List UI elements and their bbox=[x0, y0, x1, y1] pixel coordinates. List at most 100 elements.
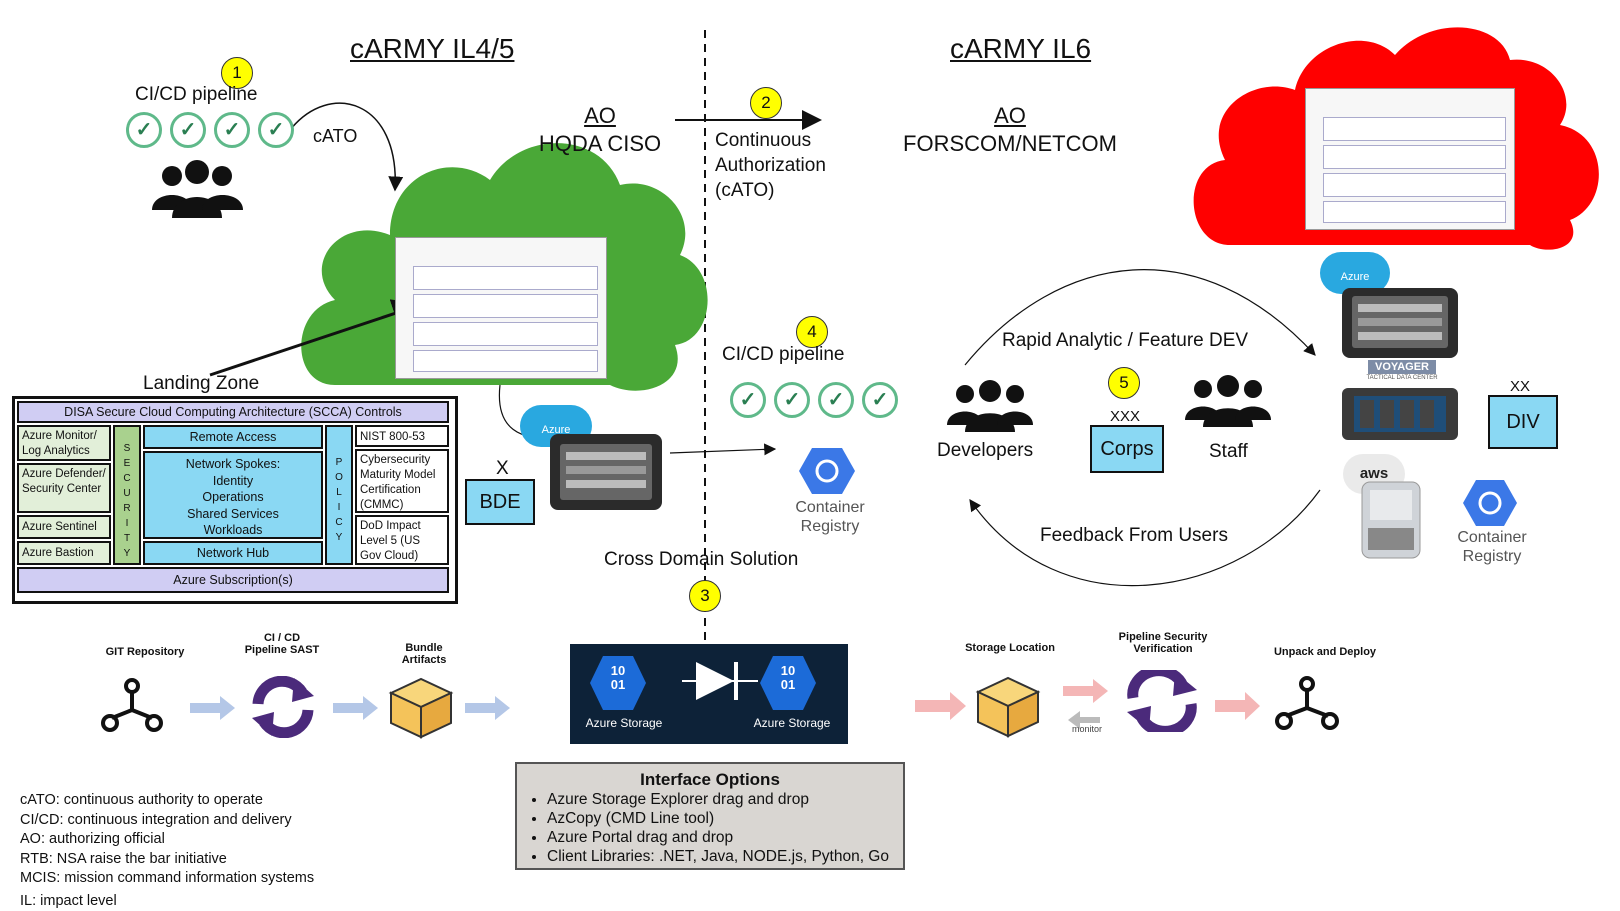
flow-arrows-right bbox=[915, 679, 1260, 720]
nist-cell: NIST 800-53 bbox=[355, 425, 449, 447]
pipeline-4-label: CI/CD pipeline bbox=[722, 344, 845, 366]
spokes-title: Network Spokes: bbox=[145, 456, 321, 473]
ao-left-name: HQDA CISO bbox=[535, 130, 665, 158]
container-registry-icon bbox=[798, 446, 856, 496]
ao-right: AO FORSCOM/NETCOM bbox=[890, 102, 1130, 158]
azure-storage-label-left: Azure Storage bbox=[574, 716, 674, 730]
server-to-registry-arrow bbox=[670, 449, 775, 453]
div-box: DIV bbox=[1488, 395, 1558, 449]
check-icon: ✓ bbox=[126, 112, 162, 148]
corps-box: Corps bbox=[1090, 425, 1164, 473]
architecture-thumbnail-left bbox=[395, 237, 607, 379]
container-registry-label-1: Container Registry bbox=[780, 498, 880, 536]
flow-arrows-left bbox=[190, 696, 510, 720]
interface-option-item: Azure Portal drag and drop bbox=[547, 828, 903, 847]
dod-il5-cell: DoD Impact Level 5 (US Gov Cloud) bbox=[355, 515, 449, 565]
policy-column: POLICY bbox=[325, 425, 353, 565]
cicd-sast-label: CI / CD Pipeline SAST bbox=[242, 632, 322, 656]
ao-left-title: AO bbox=[535, 102, 665, 130]
security-column: SECURITY bbox=[113, 425, 141, 565]
glossary-item: RTB: NSA raise the bar initiative bbox=[20, 850, 314, 870]
cato-line-1: Continuous bbox=[715, 128, 826, 153]
interface-option-item: Client Libraries: .NET, Java, NODE.js, P… bbox=[547, 847, 903, 866]
glossary-item: CI/CD: continuous integration and delive… bbox=[20, 811, 314, 831]
developers-label: Developers bbox=[937, 440, 1033, 462]
deploy-git-icon bbox=[1274, 676, 1340, 732]
check-icon: ✓ bbox=[730, 382, 766, 418]
container-registry-label-2: Container Registry bbox=[1442, 528, 1542, 566]
interface-option-item: Azure Storage Explorer drag and drop bbox=[547, 790, 903, 809]
remote-access-cell: Remote Access bbox=[143, 425, 323, 449]
azure-storage-label-right: Azure Storage bbox=[742, 716, 842, 730]
storage-bits-left: 10 01 bbox=[606, 664, 630, 692]
container-registry-icon-right bbox=[1462, 478, 1518, 528]
glossary-item: cATO: continuous authority to operate bbox=[20, 791, 314, 811]
verification-sync-icon bbox=[1125, 670, 1201, 732]
il45-header: cARMY IL4/5 bbox=[350, 33, 514, 65]
check-icon: ✓ bbox=[214, 112, 250, 148]
spokes-shared-services: Shared Services bbox=[145, 506, 321, 523]
bundle-artifacts-label: Bundle Artifacts bbox=[384, 642, 464, 666]
feedback-label: Feedback From Users bbox=[1040, 525, 1228, 547]
ruggedized-server-icon bbox=[548, 432, 666, 514]
azure-defender-cell: Azure Defender/ Security Center bbox=[17, 463, 111, 513]
git-repository-icon bbox=[100, 678, 164, 734]
spokes-identity: Identity bbox=[145, 473, 321, 490]
aws-snowball-icon bbox=[1360, 480, 1422, 560]
cato-line-2: Authorization bbox=[715, 153, 826, 178]
scca-controls-box: DISA Secure Cloud Computing Architecture… bbox=[12, 396, 458, 604]
div-mark: XX bbox=[1500, 378, 1540, 395]
spokes-workloads: Workloads bbox=[145, 522, 321, 539]
pipeline-1-label: CI/CD pipeline bbox=[135, 84, 258, 106]
team-icon bbox=[150, 160, 245, 222]
voyager-sub-label: TACTICAL DATA CENTER bbox=[1362, 375, 1442, 381]
pipeline-1-checks: ✓ ✓ ✓ ✓ bbox=[126, 112, 294, 148]
package-box-icon bbox=[385, 675, 457, 739]
cicd-sync-icon bbox=[250, 676, 316, 738]
il6-header: cARMY IL6 bbox=[950, 33, 1091, 65]
pipeline-4-checks: ✓ ✓ ✓ ✓ bbox=[730, 382, 898, 418]
interface-options-title: Interface Options bbox=[517, 770, 903, 790]
git-repository-label: GIT Repository bbox=[90, 646, 200, 658]
voyager-server-icon bbox=[1340, 286, 1460, 360]
glossary-item: IL: impact level bbox=[20, 892, 314, 911]
landing-zone-label: Landing Zone bbox=[143, 373, 259, 395]
network-spokes-cell: Network Spokes: Identity Operations Shar… bbox=[143, 451, 323, 539]
staff-label: Staff bbox=[1209, 441, 1248, 463]
step-5-badge: 5 bbox=[1108, 367, 1140, 399]
check-icon: ✓ bbox=[818, 382, 854, 418]
scca-title: DISA Secure Cloud Computing Architecture… bbox=[17, 401, 449, 423]
glossary-item: MCIS: mission command information system… bbox=[20, 869, 314, 889]
voyager-label: VOYAGER bbox=[1368, 360, 1436, 374]
cato-description: Continuous Authorization (cATO) bbox=[715, 128, 826, 203]
bde-mark: X bbox=[496, 458, 509, 480]
interface-options-box: Interface Options Azure Storage Explorer… bbox=[515, 762, 905, 870]
data-diode-icon bbox=[682, 658, 758, 704]
step-2-badge: 2 bbox=[750, 87, 782, 119]
storage-location-label: Storage Location bbox=[955, 642, 1065, 654]
ao-right-name: FORSCOM/NETCOM bbox=[890, 130, 1130, 158]
ao-left: AO HQDA CISO bbox=[535, 102, 665, 158]
step-3-badge: 3 bbox=[689, 580, 721, 612]
azure-monitor-cell: Azure Monitor/ Log Analytics bbox=[17, 425, 111, 461]
monitor-label: monitor bbox=[1072, 724, 1102, 734]
check-icon: ✓ bbox=[862, 382, 898, 418]
check-icon: ✓ bbox=[170, 112, 206, 148]
azure-sentinel-cell: Azure Sentinel bbox=[17, 515, 111, 539]
cato-line-3: (cATO) bbox=[715, 178, 826, 203]
rapid-dev-label: Rapid Analytic / Feature DEV bbox=[1002, 330, 1248, 352]
cato-label: cATO bbox=[313, 126, 357, 147]
check-icon: ✓ bbox=[774, 382, 810, 418]
glossary-item: AO: authorizing official bbox=[20, 830, 314, 850]
developers-icon bbox=[945, 380, 1035, 435]
azure-subscription-cell: Azure Subscription(s) bbox=[17, 567, 449, 593]
interface-option-item: AzCopy (CMD Line tool) bbox=[547, 809, 903, 828]
bde-box: BDE bbox=[465, 479, 535, 525]
storage-bits-right: 10 01 bbox=[776, 664, 800, 692]
glossary: cATO: continuous authority to operate CI… bbox=[20, 791, 314, 911]
architecture-thumbnail-right bbox=[1305, 88, 1515, 230]
pipeline-verification-label: Pipeline Security Verification bbox=[1118, 631, 1208, 655]
tactical-node-icon bbox=[1340, 386, 1460, 442]
corps-mark: XXX bbox=[1100, 408, 1150, 425]
storage-location-box-icon bbox=[972, 674, 1044, 738]
